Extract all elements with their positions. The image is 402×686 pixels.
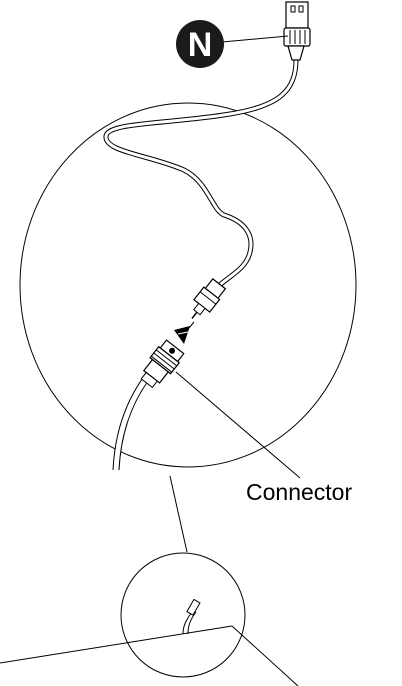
usb-plug-icon [283,1,311,61]
step-badge: N [176,20,224,68]
connector-label: Connector [246,479,352,505]
overview-cable [182,598,201,635]
detail-zoom-circle [19,102,357,468]
badge-letter: N [188,26,213,64]
usb-cable [103,59,299,292]
cable-plug [191,278,227,319]
connector-jack [140,339,185,389]
overview-circle [120,552,246,678]
device-cable [112,373,151,471]
connector-leader-line [175,371,301,479]
desk-edge [0,625,299,686]
badge-leader-line [221,35,289,43]
insert-arrow-icon [174,321,195,344]
zoom-leader-line [169,475,188,553]
